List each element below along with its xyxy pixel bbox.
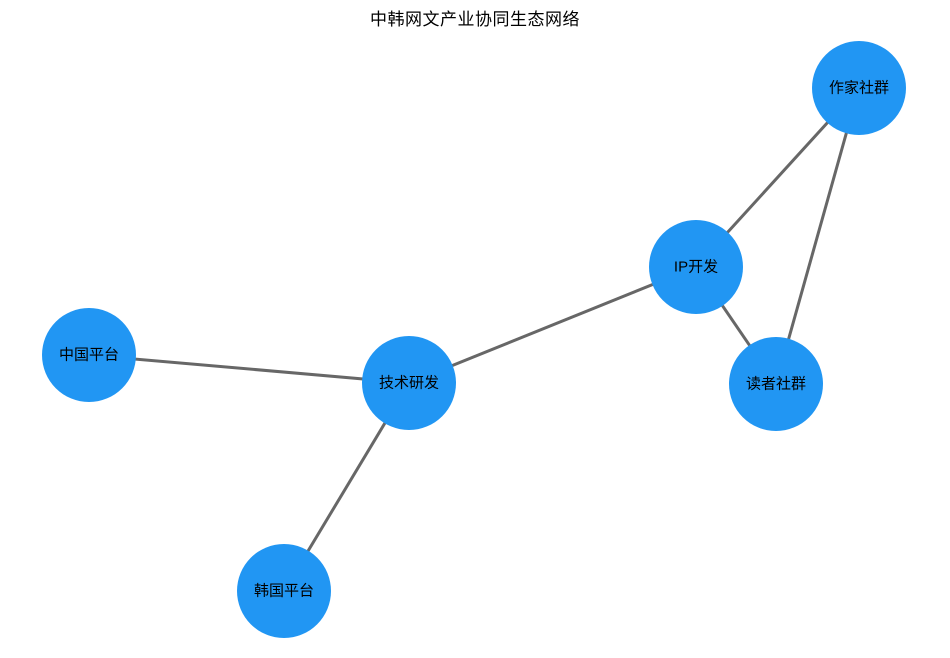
node-tech-rnd: 技术研发 <box>362 336 456 430</box>
node-china-platform: 中国平台 <box>42 308 136 402</box>
node-label-korea-platform: 韩国平台 <box>254 583 314 600</box>
edge-writer-community--reader-community <box>774 87 861 385</box>
edges-layer <box>88 86 861 592</box>
node-label-tech-rnd: 技术研发 <box>379 375 439 392</box>
node-korea-platform: 韩国平台 <box>237 544 331 638</box>
node-label-ip-development: IP开发 <box>674 259 718 276</box>
node-reader-community: 读者社群 <box>729 337 823 431</box>
node-ip-development: IP开发 <box>649 220 743 314</box>
node-circle-korea-platform <box>237 544 331 638</box>
node-label-china-platform: 中国平台 <box>59 347 119 364</box>
node-writer-community: 作家社群 <box>812 41 906 135</box>
node-label-reader-community: 读者社群 <box>746 376 806 393</box>
edge-china-platform--tech-rnd <box>88 353 410 385</box>
node-label-writer-community: 作家社群 <box>829 80 889 97</box>
node-circle-ip-development <box>649 220 743 314</box>
node-circle-writer-community <box>812 41 906 135</box>
node-circle-tech-rnd <box>362 336 456 430</box>
figure-title: 中韩网文产业协同生态网络 <box>370 10 580 29</box>
node-circle-china-platform <box>42 308 136 402</box>
edge-tech-rnd--ip-development <box>408 265 697 385</box>
node-circle-reader-community <box>729 337 823 431</box>
